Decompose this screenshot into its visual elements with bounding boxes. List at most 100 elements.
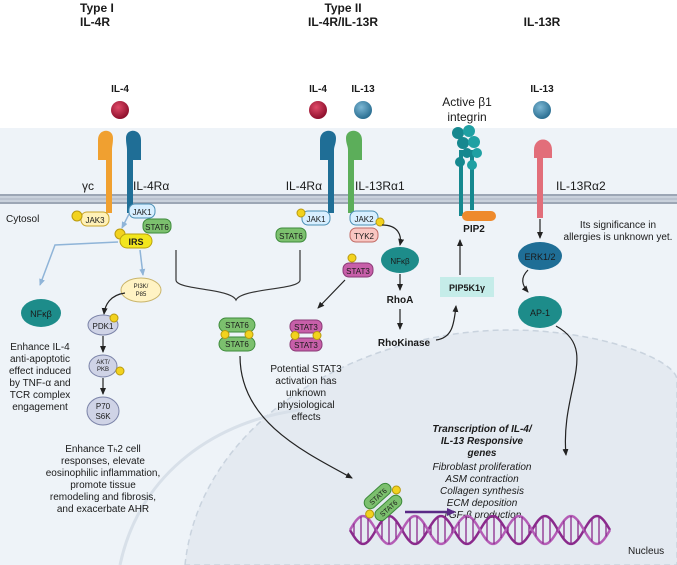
label-jak1-type2: JAK1 [306, 215, 326, 224]
note-th2-line-5: remodeling and fibrosis, [50, 492, 156, 503]
label-p70-1: P70 [96, 402, 111, 411]
note-stat3-line-4: physiological [277, 400, 334, 411]
note-il4-line-1: Enhance IL-4 [10, 342, 70, 353]
label-nfkb-type1: NFκβ [30, 309, 52, 319]
note-th2-line-1: Enhance Tₕ2 cell [65, 444, 141, 455]
dna-helix [348, 514, 612, 546]
gene-4: ECM deposition [447, 498, 518, 509]
cell-membrane [0, 194, 677, 204]
nfkb-node-type2 [381, 247, 419, 273]
note-th2-line-3: eosinophilic inflammation, [46, 468, 161, 479]
jak1-box-type2 [301, 210, 331, 226]
header-il4r-il13r: IL-4R/IL-13R [308, 15, 378, 29]
gene-5: TGF-β production [443, 510, 522, 521]
label-il4ra-type1: IL-4Rα [133, 179, 169, 193]
gene-3: Collagen synthesis [440, 486, 524, 497]
erk-node [518, 242, 562, 270]
label-irs: IRS [128, 237, 143, 247]
note-stat3-line-3: unknown [286, 388, 326, 399]
arrow-irs-to-nfkb [39, 241, 119, 286]
note-th2-line-6: and exacerbate AHR [57, 504, 149, 515]
label-rhokinase: RhoKinase [378, 338, 431, 349]
label-nfkb-type2: NFκβ [390, 257, 410, 266]
note-stat3-line-5: effects [291, 412, 320, 423]
header-type2: Type II [324, 1, 361, 15]
label-integrin-2: integrin [447, 110, 486, 124]
label-nucleus: Nucleus [628, 546, 664, 557]
transcription-title-1: Transcription of IL-4/ [432, 424, 532, 435]
label-pi3k-2: P85 [136, 292, 147, 298]
p70-node [86, 396, 120, 426]
label-il13-il13r: IL-13 [530, 84, 554, 95]
il4ra-receptor-type1 [126, 130, 141, 213]
tyk2-phospho [375, 217, 385, 227]
header-il13r: IL-13R [524, 15, 561, 29]
akt-phospho [115, 366, 125, 376]
arrow-rhokinase-to-pip5k1y [435, 305, 459, 341]
stat3-box [342, 262, 374, 278]
header-il4r: IL-4R [80, 15, 110, 29]
arrow-pi3k-to-pdk1 [101, 292, 126, 315]
beta1-integrin [452, 125, 482, 216]
gamma-c-receptor [98, 130, 113, 213]
note-il13ra2-line-1: Its significance in [580, 220, 656, 231]
irs-box [119, 233, 153, 249]
stat6-on-dna: STAT6 STAT6 [363, 482, 403, 522]
arrow-stat3-to-dimer [317, 279, 346, 309]
pip5k1y-box [440, 277, 494, 297]
label-gamma-c: γc [82, 179, 94, 193]
stat6-dimer [218, 317, 256, 352]
arrow-ap1-to-nucleus [555, 325, 578, 456]
arrow-erk-to-ap1 [521, 269, 529, 293]
label-pdk1: PDK1 [93, 322, 114, 331]
label-il4-type1: IL-4 [111, 84, 129, 95]
label-ap1: AP-1 [530, 308, 550, 318]
tyk2-box [349, 227, 379, 243]
il13ra1-receptor [346, 130, 362, 213]
jak1-type2-phospho [296, 208, 306, 218]
jak3-phospho [71, 210, 83, 222]
label-jak1-type1: JAK1 [132, 208, 152, 217]
stat6-convergence-bracket [175, 250, 301, 302]
note-stat3-effect: Potential STAT3 activation has unknown p… [270, 364, 342, 423]
label-jak3: JAK3 [85, 216, 105, 225]
label-stat3-dimer-2: STAT3 [294, 341, 318, 350]
pi3k-node [120, 277, 162, 303]
talin-bar [462, 211, 496, 221]
label-rhoa: RhoA [387, 295, 414, 306]
label-akt-1: AKT/ [96, 360, 110, 366]
arrow-irs-to-pi3k [139, 249, 146, 276]
note-th2-line-4: promote tissue [70, 480, 136, 491]
stat6-box-type1 [142, 218, 172, 234]
label-tyk2: TYK2 [354, 232, 375, 241]
label-il13-type2: IL-13 [351, 84, 375, 95]
il13ra2-receptor [534, 139, 552, 218]
note-th2-line-2: responses, elevate [61, 456, 145, 467]
arrow-jak2-to-nfkb [381, 224, 405, 246]
note-il13ra2-line-2: allergies is unknown yet. [564, 232, 673, 243]
label-integrin-1: Active β1 [442, 95, 492, 109]
il4-ligand-type1 [111, 101, 129, 119]
label-stat6-dimer-2: STAT6 [225, 340, 249, 349]
note-il13ra2-effect: Its significance in allergies is unknown… [564, 220, 673, 243]
note-il4-line-5: TCR complex [10, 390, 71, 401]
transcription-title-3: genes [467, 448, 497, 459]
akt-node [88, 354, 118, 378]
nucleus-region [184, 329, 677, 565]
il4-ligand-type2 [309, 101, 327, 119]
label-akt-2: PKB [97, 367, 109, 373]
label-jak2: JAK2 [354, 215, 374, 224]
nfkb-node-type1 [21, 299, 61, 327]
note-il4-line-4: by TNF-α and [9, 378, 70, 389]
label-p70-2: S6K [95, 412, 111, 421]
note-il4-line-2: anti-apoptotic [10, 354, 70, 365]
stat3-phospho [347, 253, 357, 263]
transcription-title-2: IL-13 Responsive [441, 436, 524, 447]
note-il4-effect: Enhance IL-4 anti-apoptotic effect induc… [9, 342, 71, 413]
label-il4ra-type2: IL-4Rα [286, 179, 322, 193]
arrow-stat6-to-nucleus [239, 355, 353, 479]
jak1-box-type1 [128, 203, 156, 219]
label-pi3k-1: PI3K/ [134, 284, 149, 290]
gene-2: ASM contraction [444, 474, 519, 485]
